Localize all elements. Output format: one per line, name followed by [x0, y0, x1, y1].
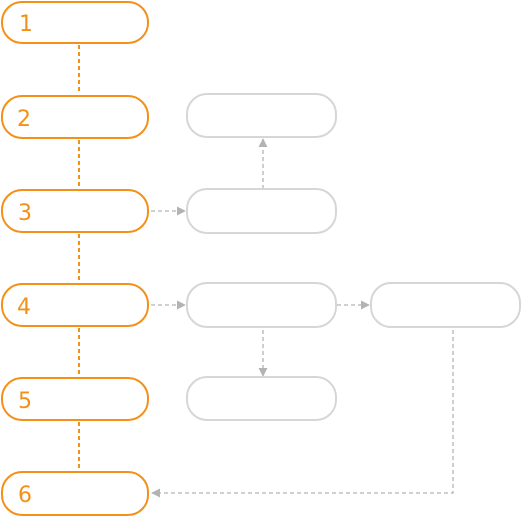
step-3-box [1, 189, 149, 233]
step-1-box [1, 1, 149, 44]
step-3-label: 3 [18, 201, 32, 226]
step-2-label: 2 [17, 107, 31, 132]
side-box-d [186, 376, 337, 421]
step-5: 5 [1, 377, 149, 421]
step-3: 3 [1, 189, 149, 233]
side-box-a [186, 93, 337, 138]
step-6: 6 [1, 471, 149, 516]
arrow-box-e-to-step6 [151, 330, 454, 498]
side-boxes [186, 93, 521, 421]
step-2: 2 [1, 95, 149, 139]
step-4: 4 [1, 283, 149, 327]
step-4-box [1, 283, 149, 327]
branch-arrows [151, 138, 454, 498]
step-6-box [1, 471, 149, 516]
step-1-label: 1 [19, 12, 33, 37]
side-box-e [370, 282, 521, 328]
side-box-c [186, 282, 337, 328]
step-boxes: 1 2 3 4 5 6 [1, 1, 149, 516]
step-5-box [1, 377, 149, 421]
step-6-label: 6 [18, 483, 32, 508]
step-4-label: 4 [17, 295, 31, 320]
side-box-b [186, 188, 337, 234]
step-5-label: 5 [18, 389, 32, 414]
step-2-box [1, 95, 149, 139]
step-1: 1 [1, 1, 149, 44]
